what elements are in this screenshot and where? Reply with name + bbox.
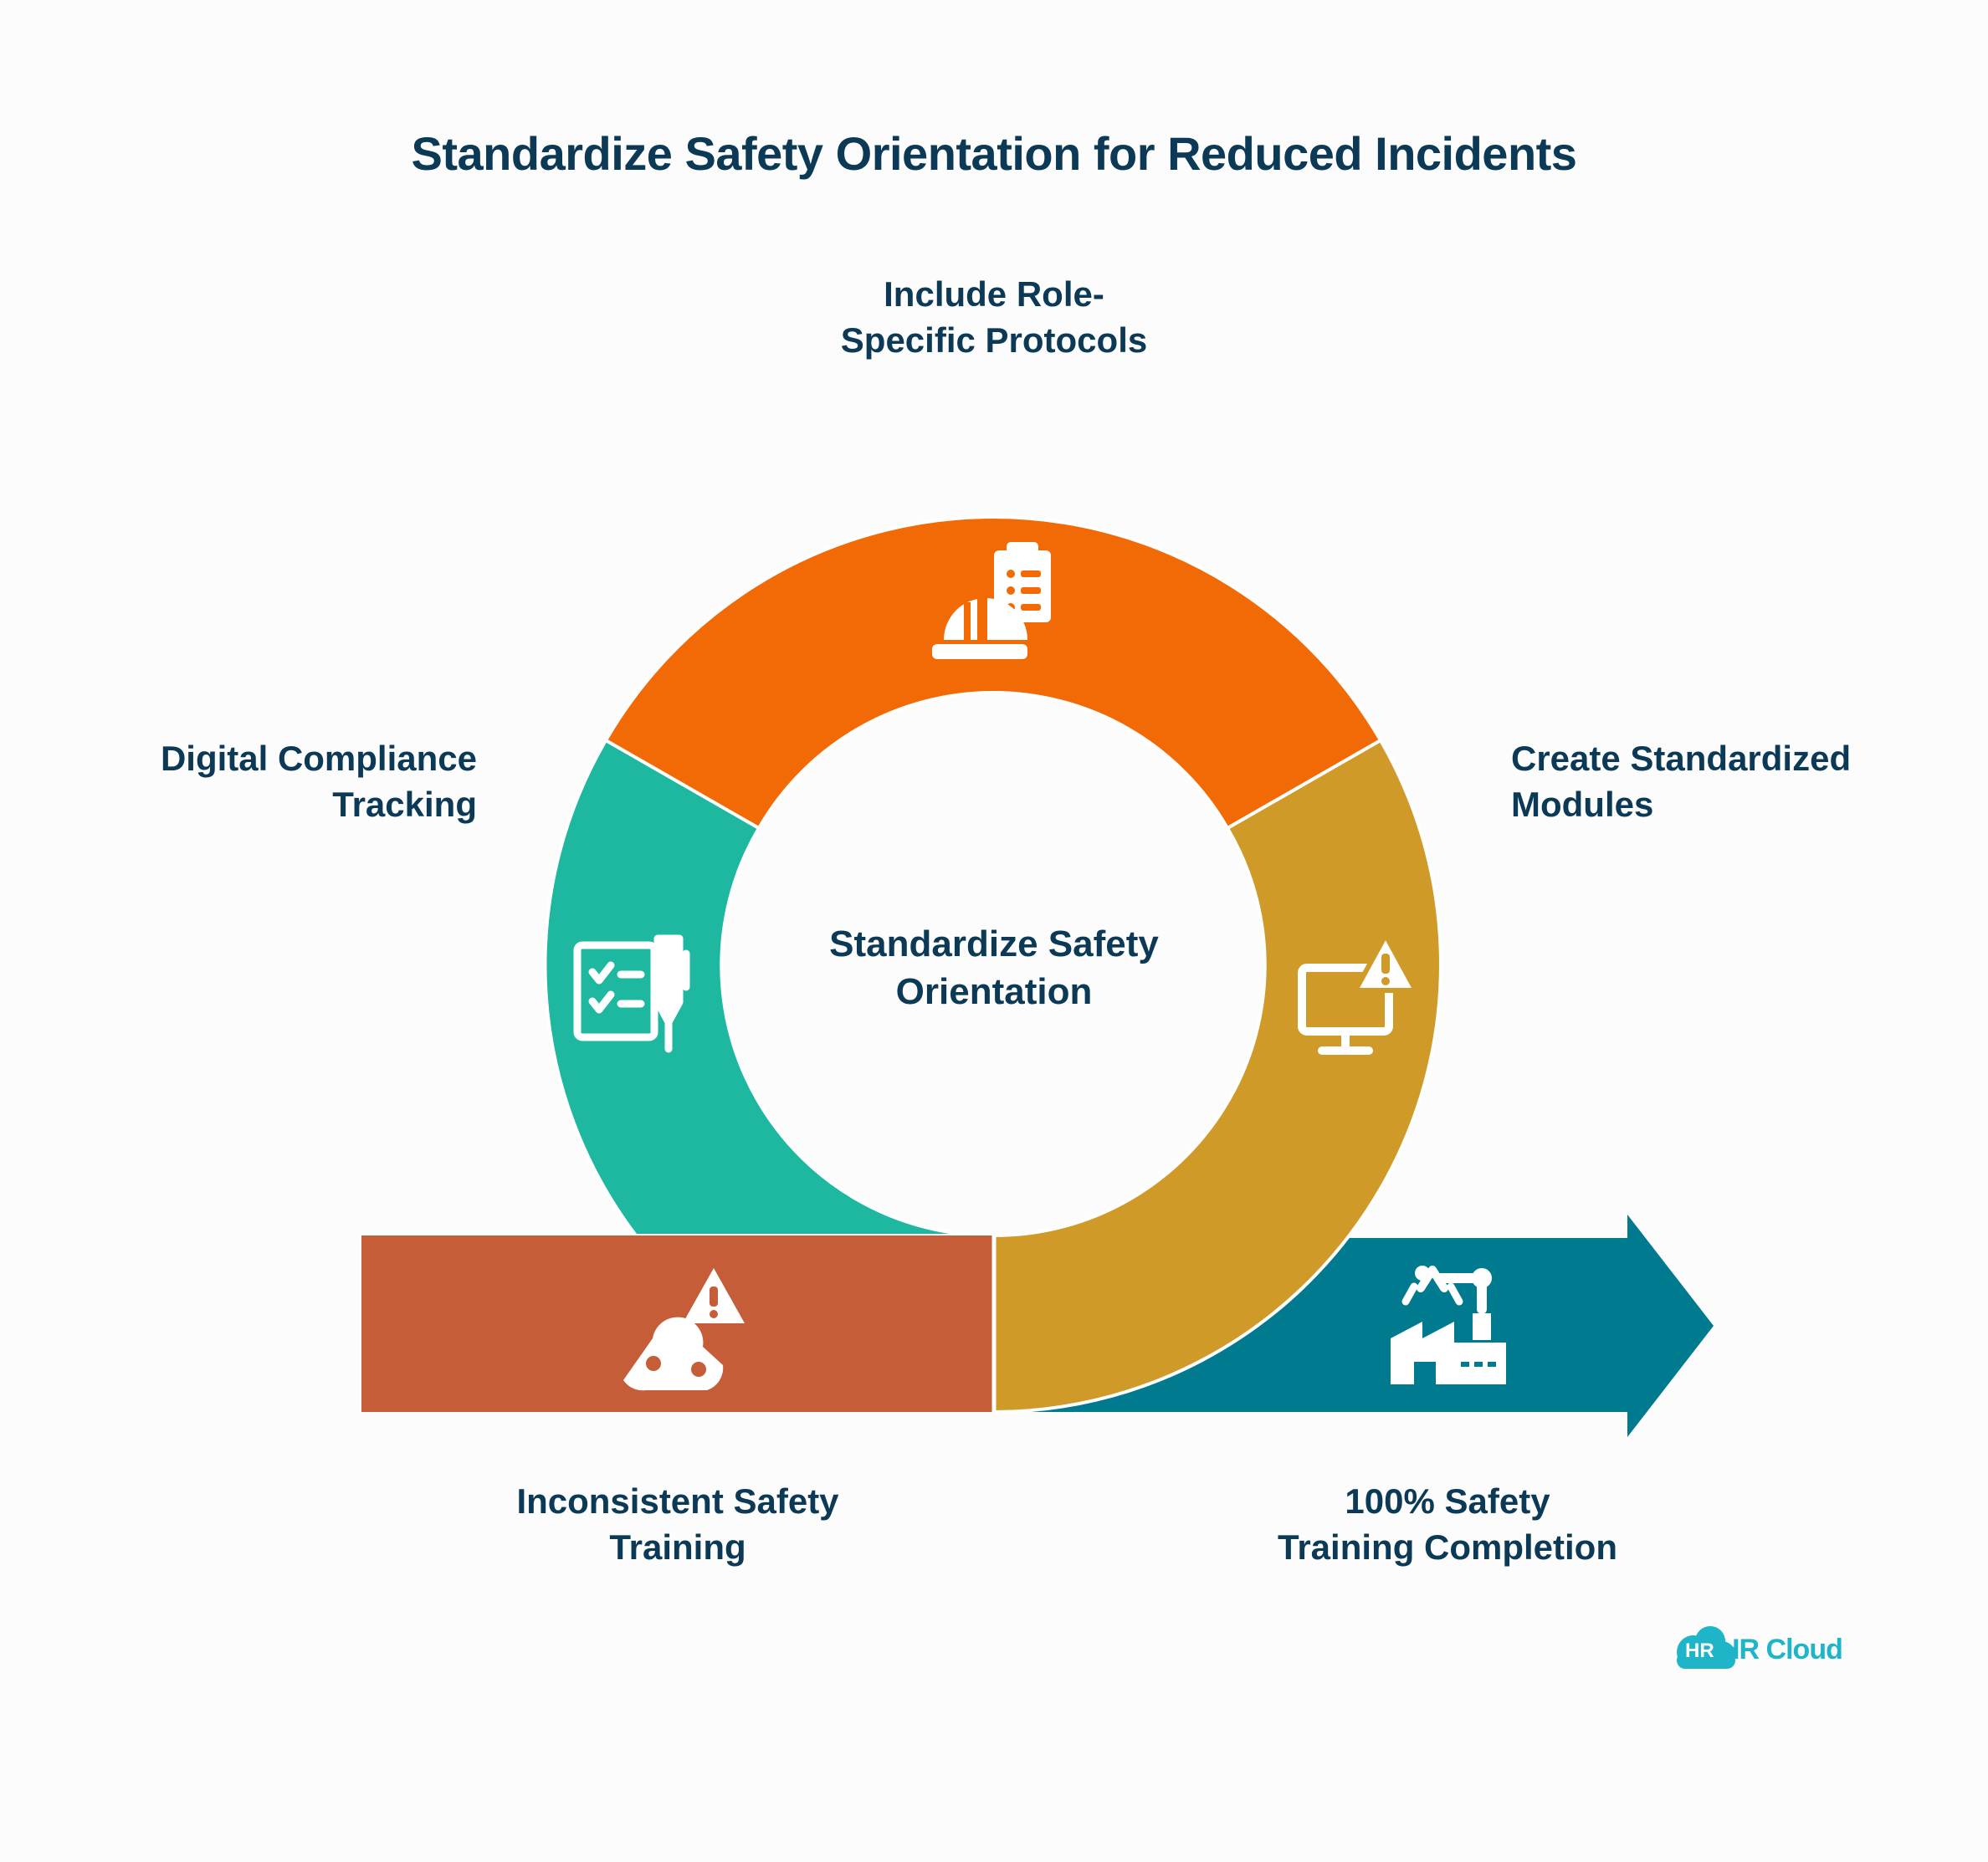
hardhat-clipboard-icon [932,542,1051,659]
page-title: Standardize Safety Orientation for Reduc… [411,127,1577,180]
label-line: Training [609,1527,746,1567]
center-label-line: Orientation [895,971,1093,1013]
segment-left [543,738,993,1238]
label-line: Inconsistent Safety [516,1481,839,1521]
label-line: 100% Safety [1345,1481,1550,1521]
center-label: Standardize Safety Orientation [768,920,1220,1015]
label-line: Modules [1511,784,1654,824]
label-role-specific-protocols: Include Role- Specific Protocols [743,272,1245,363]
label-line: Create Standardized [1511,739,1852,778]
checklist-pen-icon [573,934,690,1053]
label-create-standardized-modules: Create Standardized Modules [1511,736,1913,827]
segment-top [603,515,1383,831]
hr-cloud-logo-icon [1677,1626,1735,1669]
conveyor-warning-icon [623,1268,745,1391]
label-line: Specific Protocols [840,320,1148,360]
monitor-warning-icon [1298,933,1418,1055]
label-inconsistent-safety-training: Inconsistent Safety Training [427,1479,929,1570]
label-line: Training Completion [1278,1527,1617,1567]
logo-text: HR Cloud [1719,1634,1843,1665]
label-line: Tracking [332,784,477,824]
label-digital-compliance-tracking: Digital Compliance Tracking [75,736,477,827]
label-training-completion: 100% Safety Training Completion [1196,1479,1699,1570]
label-line: Include Role- [884,274,1104,314]
factory-robot-arm-icon [1391,1266,1506,1384]
segment-right [992,738,1442,1414]
center-label-line: Standardize Safety [829,923,1159,964]
logo-badge: HR [1685,1639,1714,1662]
label-line: Digital Compliance [160,739,477,778]
